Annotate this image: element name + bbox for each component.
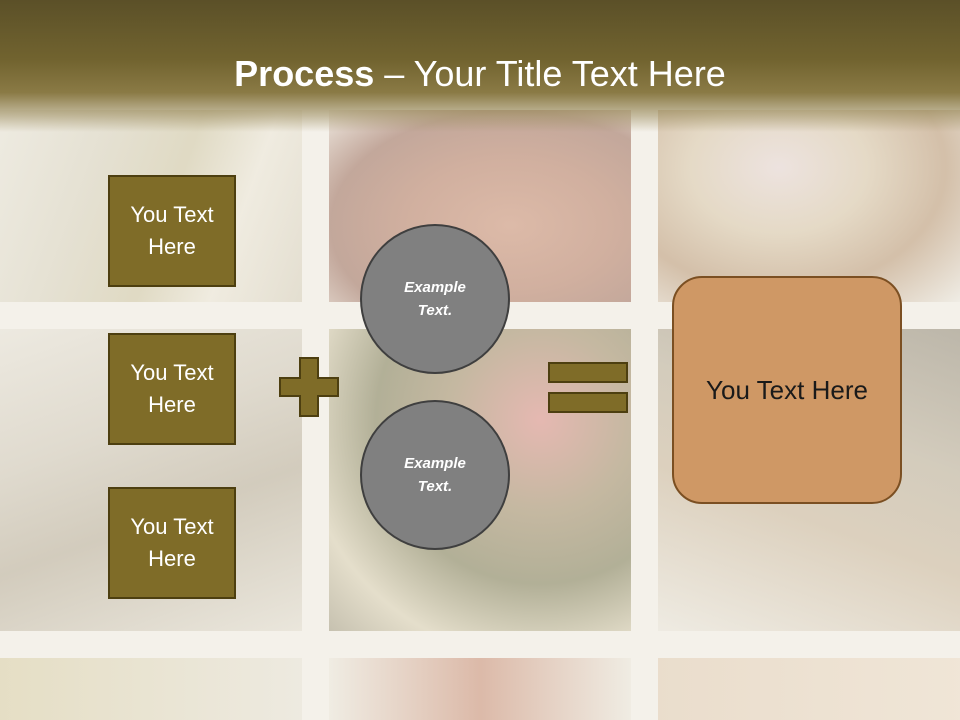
text-box-2[interactable]: You Text Here <box>108 333 236 445</box>
circle-1-label: Example Text. <box>404 279 466 319</box>
title-rest: – Your Title Text Here <box>374 53 726 94</box>
example-circle-2[interactable]: Example Text. <box>360 400 510 550</box>
background-photo-bouquet-hands <box>658 110 960 302</box>
result-box[interactable]: You Text Here <box>672 276 902 504</box>
background-photo-bottom-center <box>329 658 631 720</box>
background-photo-bottom-left <box>0 658 302 720</box>
slide-title[interactable]: Process – Your Title Text Here <box>0 52 960 96</box>
equals-icon <box>548 362 628 413</box>
plus-icon <box>279 357 339 417</box>
background-photo-bottom-right <box>658 658 960 720</box>
text-box-3[interactable]: You Text Here <box>108 487 236 599</box>
title-bold: Process <box>234 53 375 94</box>
text-box-1[interactable]: You Text Here <box>108 175 236 287</box>
header-band <box>0 0 960 132</box>
example-circle-1[interactable]: Example Text. <box>360 224 510 374</box>
circle-2-label: Example Text. <box>404 455 466 495</box>
